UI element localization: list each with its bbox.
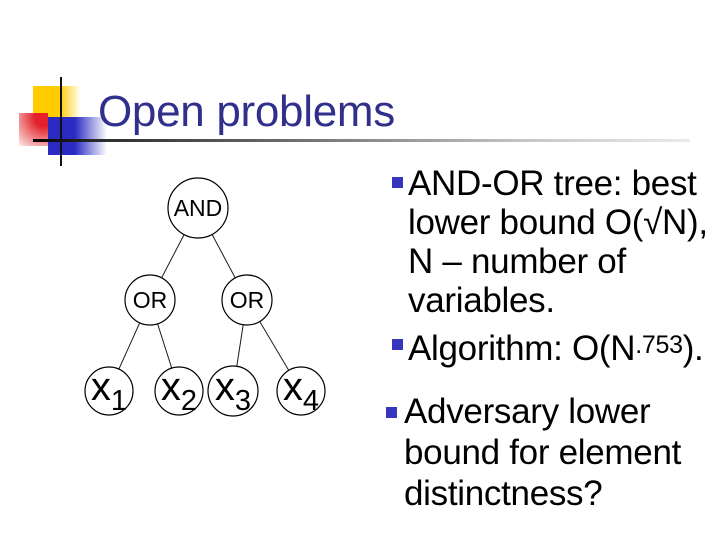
bullet-line: AND-OR tree: best [408,164,697,203]
tree-node-circle [124,274,176,326]
bullet-list-top: AND-OR tree: best lower bound O(√N), N –… [388,164,708,368]
bullet-line: lower bound O(√N), [408,203,708,242]
tree-node-or-right: OR [221,274,273,326]
tree-node-circle [207,365,259,417]
tree-node-circle [167,177,229,239]
tree-node-label: x2 [161,365,197,417]
tree-node-label: x3 [215,365,251,417]
bullet-icon [392,177,403,188]
bullet-line: Algorithm: O(N.753). [408,326,704,368]
bullet-line: variables. [408,281,555,320]
tree-node-circle [84,366,134,416]
bullet-line: N – number of [408,242,626,281]
tree-node-and: AND [167,177,229,239]
bullet-list-bottom: Adversary lower bound for element distin… [382,391,681,514]
tree-node-label: x4 [283,365,319,417]
tree-node-x4: x4 [276,365,326,417]
bullet-icon [392,339,403,350]
bullet-item-andor-tree: AND-OR tree: best lower bound O(√N), N –… [388,164,708,320]
decor-yellow-square [33,86,81,118]
bullet-line: distinctness? [404,474,603,513]
bullet-text: AND-OR tree: best lower bound O(√N), N –… [408,164,708,320]
formula-superscript: .753 [635,331,683,359]
bullet-item-adversary: Adversary lower bound for element distin… [382,391,681,514]
tree-node-label: AND [174,195,223,221]
bullet-line: bound for element [404,433,682,472]
bullet-item-algorithm: Algorithm: O(N.753). [388,326,708,368]
tree-node-circle [154,366,204,416]
tree-node-label: OR [133,287,168,313]
bullet-text: Algorithm: O(N.753). [408,326,704,368]
bullet-line: Adversary lower [404,392,651,431]
tree-node-label: x1 [91,365,127,417]
tree-node-x2: x2 [154,365,204,417]
slide-title: Open problems [98,87,395,136]
tree-node-circle [276,366,326,416]
tree-node-circle [221,274,273,326]
decor-vertical-line [60,77,62,166]
tree-node-x3: x3 [207,365,259,417]
title-underline [33,139,690,142]
tree-node-x1: x1 [84,365,134,417]
bullet-text: Adversary lower bound for element distin… [404,391,681,514]
formula-post: ). [682,329,704,368]
formula-pre: Algorithm: O(N [408,329,636,368]
bullet-icon [386,407,397,418]
tree-node-or-left: OR [124,274,176,326]
decor-blue-square [48,117,107,155]
tree-node-label: OR [230,287,265,313]
